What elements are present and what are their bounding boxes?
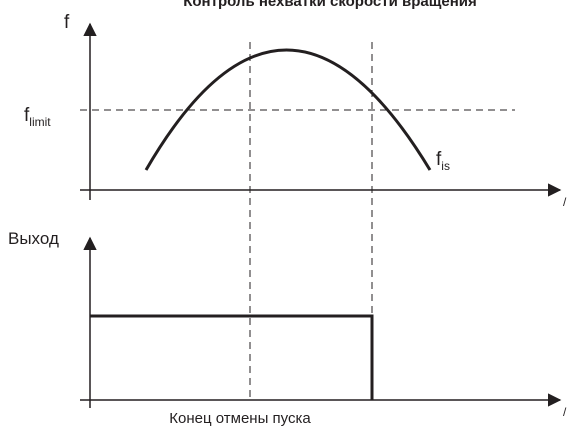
limit-label-sub: limit xyxy=(29,115,51,129)
bottom-caption: Конец отмены пуска xyxy=(169,410,311,427)
bottom-x-axis-edge-mark: / xyxy=(563,405,567,419)
top-axis-label: f xyxy=(64,12,70,33)
speed-curve xyxy=(144,48,432,171)
bottom-axis-label: Выход xyxy=(8,229,59,248)
top-x-axis-edge-mark: / xyxy=(563,195,567,209)
diagram-title: Контроль нехватки скорости вращения xyxy=(183,0,477,10)
limit-label-main: f xyxy=(24,105,30,126)
curve-label: fis xyxy=(436,149,450,173)
curve-label-main: f xyxy=(436,149,442,170)
curve-label-sub: is xyxy=(441,159,450,173)
limit-label: flimit xyxy=(24,105,51,129)
output-pulse xyxy=(90,314,374,400)
